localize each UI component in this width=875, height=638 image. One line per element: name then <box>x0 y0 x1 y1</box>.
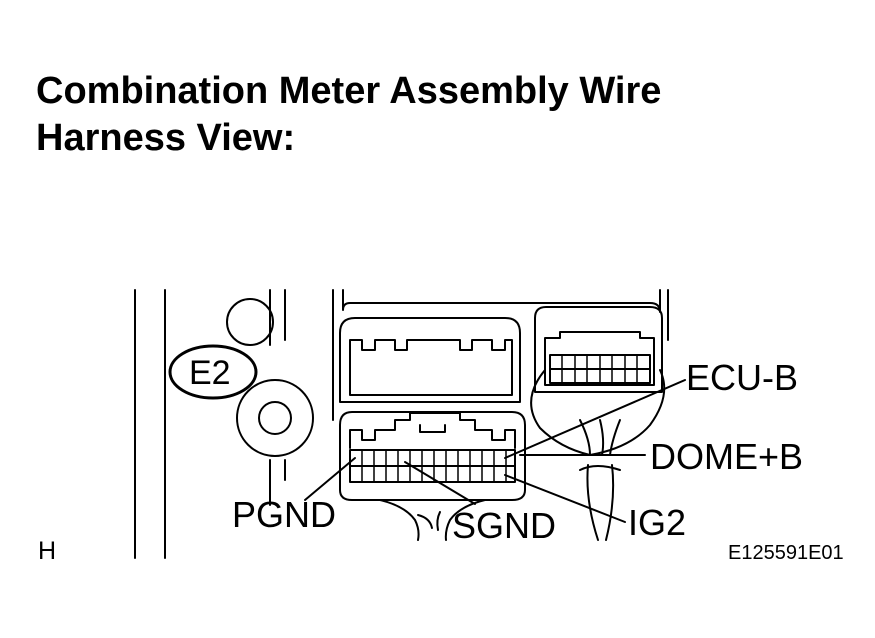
connector-id-oval <box>168 344 258 400</box>
frame-lines <box>134 289 286 559</box>
title-line-1: Combination Meter Assembly Wire <box>36 70 662 112</box>
mount-hole-upper <box>226 298 274 346</box>
corner-letter: H <box>38 537 57 565</box>
connector-id-label: E2 <box>189 354 231 392</box>
diagram-title: Combination Meter Assembly Wire Harness … <box>36 68 661 162</box>
upper-right-connector <box>530 306 666 456</box>
pin-label-dome-b: DOME+B <box>650 436 804 477</box>
right-harness <box>579 464 621 541</box>
pin-label-pgnd: PGND <box>232 494 337 535</box>
title-line-2: Harness View: <box>36 117 296 159</box>
pin-label-ecu-b: ECU-B <box>686 357 799 398</box>
figure-code: E125591E01 <box>728 542 844 564</box>
meter-back-panel <box>332 289 669 421</box>
pin-label-sgnd: SGND <box>452 505 557 546</box>
leader-lines <box>304 379 686 523</box>
pin-label-ig2: IG2 <box>628 502 687 543</box>
bolt-mount <box>236 379 314 457</box>
upper-left-connector <box>339 317 521 403</box>
